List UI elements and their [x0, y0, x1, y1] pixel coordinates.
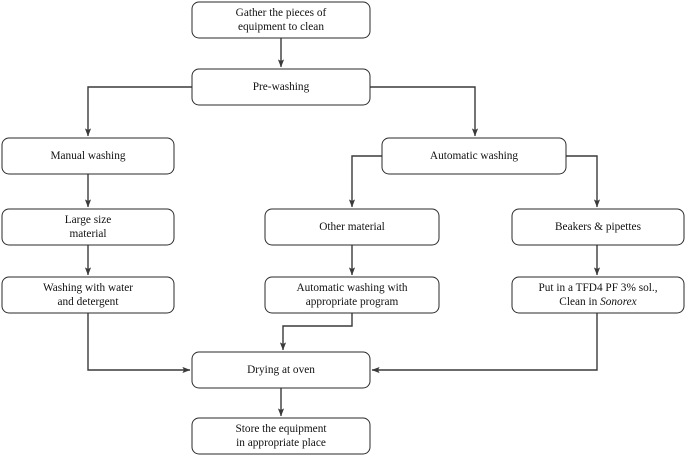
node-box-washing-water-detergent	[1, 276, 175, 314]
connector-tfd4-sonorex-to-drying-at-oven	[371, 313, 598, 374]
node-box-beakers-pipettes	[511, 208, 685, 246]
node-other-material: Other material	[264, 208, 440, 246]
connector-washing-water-detergent-to-drying-at-oven	[87, 313, 191, 374]
connector-pre-washing-to-manual-washing	[84, 86, 192, 137]
node-box-large-size-material	[1, 208, 175, 246]
node-tfd4-sonorex: Put in a TFD4 PF 3% sol.,Clean in Sonore…	[511, 276, 685, 314]
connector-pre-washing-to-automatic-washing	[370, 86, 479, 137]
node-box-tfd4-sonorex	[511, 276, 685, 314]
node-label-manual-washing: Manual washing	[51, 150, 126, 162]
node-label-automatic-washing: Automatic washing	[430, 150, 519, 162]
connector-automatic-washing-program-to-drying-at-oven	[279, 313, 353, 351]
node-box-manual-washing	[1, 137, 175, 175]
node-label-tfd4-sonorex: Put in a TFD4 PF 3% sol.,Clean in Sonore…	[538, 282, 657, 308]
node-manual-washing: Manual washing	[1, 137, 175, 175]
node-box-automatic-washing-program	[264, 276, 440, 314]
node-beakers-pipettes: Beakers & pipettes	[511, 208, 685, 246]
node-automatic-washing: Automatic washing	[381, 137, 567, 175]
node-label-beakers-pipettes: Beakers & pipettes	[555, 221, 641, 233]
node-label-drying-at-oven: Drying at oven	[247, 364, 315, 376]
connector-automatic-washing-to-other-material	[348, 155, 382, 208]
connector-automatic-washing-to-beakers-pipettes	[566, 155, 601, 208]
node-box-drying-at-oven	[191, 351, 371, 389]
node-box-pre-washing	[191, 68, 371, 106]
node-drying-at-oven: Drying at oven	[191, 351, 371, 389]
node-box-automatic-washing	[381, 137, 567, 175]
node-box-other-material	[264, 208, 440, 246]
node-label-other-material: Other material	[319, 221, 385, 233]
node-box-store-equipment	[191, 417, 371, 455]
node-label-pre-washing: Pre-washing	[253, 81, 310, 93]
node-box-gather	[191, 1, 371, 39]
connectors-group	[84, 38, 601, 417]
node-pre-washing: Pre-washing	[191, 68, 371, 106]
